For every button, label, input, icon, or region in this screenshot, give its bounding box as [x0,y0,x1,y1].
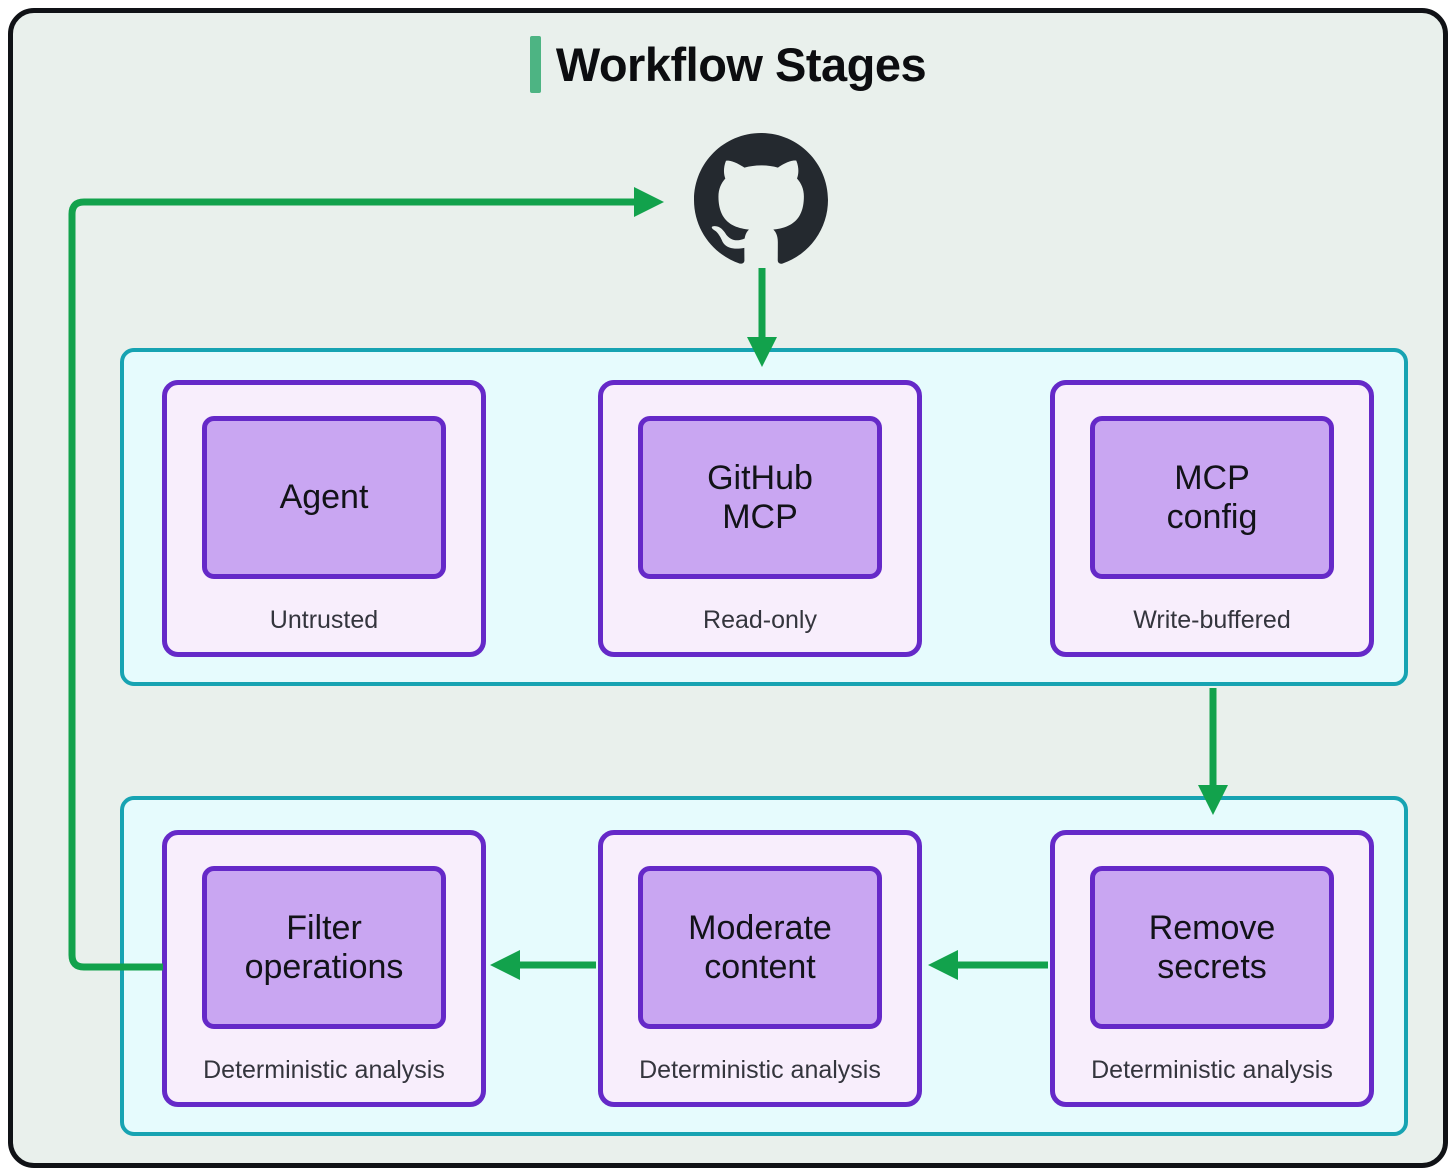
github-icon [694,133,828,264]
chip-mcp-config: MCP config [1090,416,1334,579]
card-sublabel: Untrusted [269,606,379,634]
title-accent-bar [529,35,541,93]
chip-moderate-content: Moderate content [638,866,882,1029]
card-remove-secrets: Remove secrets Deterministic analysis [1050,830,1374,1107]
title-block: Workflow Stages [0,32,1456,96]
card-mcp-config: MCP config Write-buffered [1050,380,1374,657]
chip-filter-operations: Filter operations [202,866,446,1029]
card-moderate-content: Moderate content Deterministic analysis [598,830,922,1107]
chip-remove-secrets: Remove secrets [1090,866,1334,1029]
card-label: Filter operations [244,909,404,986]
card-sublabel: Read-only [703,606,817,634]
card-agent: Agent Untrusted [162,380,486,657]
card-sublabel: Deterministic analysis [1091,1056,1333,1084]
card-label: MCP config [1166,459,1258,536]
card-github-mcp: GitHub MCP Read-only [598,380,922,657]
card-label: Moderate content [688,909,832,986]
card-label: Agent [279,478,369,517]
chip-agent: Agent [202,416,446,579]
card-label: Remove secrets [1148,909,1276,986]
card-sublabel: Write-buffered [1133,606,1291,634]
chip-github-mcp: GitHub MCP [638,416,882,579]
page-title: Workflow Stages [555,37,927,91]
card-filter-operations: Filter operations Deterministic analysis [162,830,486,1107]
card-sublabel: Deterministic analysis [203,1056,445,1084]
card-sublabel: Deterministic analysis [639,1056,881,1084]
card-label: GitHub MCP [707,459,813,536]
